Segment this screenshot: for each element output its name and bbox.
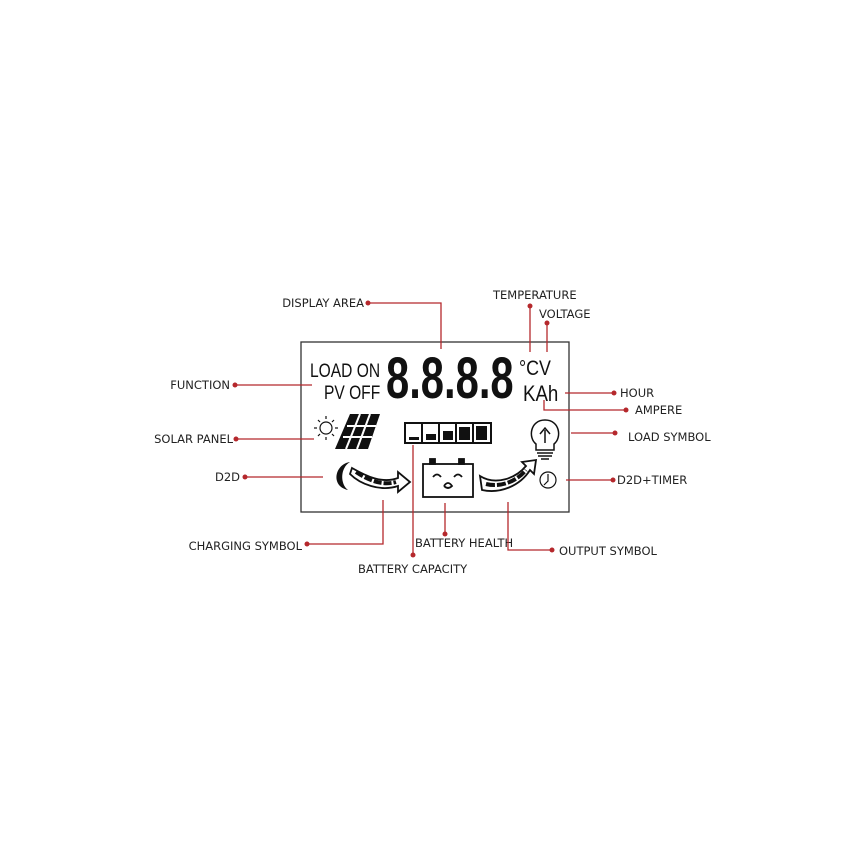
capacity-bar-4 <box>459 427 470 440</box>
callout-charging-symbol: CHARGING SYMBOL <box>189 500 384 553</box>
label-output-symbol: OUTPUT SYMBOL <box>559 544 658 558</box>
label-battery-capacity: BATTERY CAPACITY <box>358 562 468 576</box>
label-voltage: VOLTAGE <box>539 307 591 321</box>
label-charging-symbol: CHARGING SYMBOL <box>189 539 303 553</box>
capacity-bar-2 <box>426 434 436 440</box>
callout-function: FUNCTION <box>170 378 312 392</box>
label-battery-health: BATTERY HEALTH <box>415 536 513 550</box>
callout-output-symbol: OUTPUT SYMBOL <box>507 502 658 558</box>
label-d2d: D2D <box>215 470 240 484</box>
callout-hour: HOUR <box>565 386 654 400</box>
clock-icon <box>539 471 557 489</box>
callout-load-symbol: LOAD SYMBOL <box>571 430 711 444</box>
function-pv-off: PV OFF <box>324 382 380 404</box>
battery-health-icon <box>422 458 474 498</box>
callout-display-area: DISPLAY AREA <box>282 296 442 349</box>
seven-segment-digits: 8.8.8.8 <box>386 345 514 410</box>
callout-solar-panel: SOLAR PANEL <box>154 432 314 446</box>
sun-icon <box>314 416 338 440</box>
label-load-symbol: LOAD SYMBOL <box>628 430 711 444</box>
capacity-bar-1 <box>409 437 419 440</box>
label-solar-panel: SOLAR PANEL <box>154 432 233 446</box>
label-temperature: TEMPERATURE <box>492 288 577 302</box>
function-load-on: LOAD ON <box>310 360 380 382</box>
capacity-bar-5 <box>476 426 487 440</box>
label-function: FUNCTION <box>170 378 230 392</box>
charging-arrow-icon <box>348 466 412 494</box>
callout-voltage: VOLTAGE <box>539 307 591 352</box>
callout-battery-capacity: BATTERY CAPACITY <box>358 445 468 576</box>
callout-d2d-timer: D2D+TIMER <box>566 473 687 487</box>
load-bulb-icon <box>530 419 560 460</box>
callout-battery-health: BATTERY HEALTH <box>415 503 513 550</box>
label-ampere: AMPERE <box>635 403 682 417</box>
callout-d2d: D2D <box>215 470 323 484</box>
battery-capacity-icon <box>404 422 492 444</box>
capacity-bar-3 <box>443 431 453 440</box>
moon-icon <box>336 462 350 490</box>
label-hour: HOUR <box>620 386 654 400</box>
solar-panel-icon <box>335 413 380 450</box>
callout-ampere: AMPERE <box>543 400 682 417</box>
unit-kah: KAh <box>523 383 558 407</box>
unit-temp-voltage: °CV <box>519 357 551 381</box>
label-display-area: DISPLAY AREA <box>282 296 364 310</box>
label-d2d-timer: D2D+TIMER <box>617 473 687 487</box>
callout-temperature: TEMPERATURE <box>492 288 577 352</box>
output-arrow-icon <box>478 458 538 492</box>
display-frame <box>300 341 570 513</box>
